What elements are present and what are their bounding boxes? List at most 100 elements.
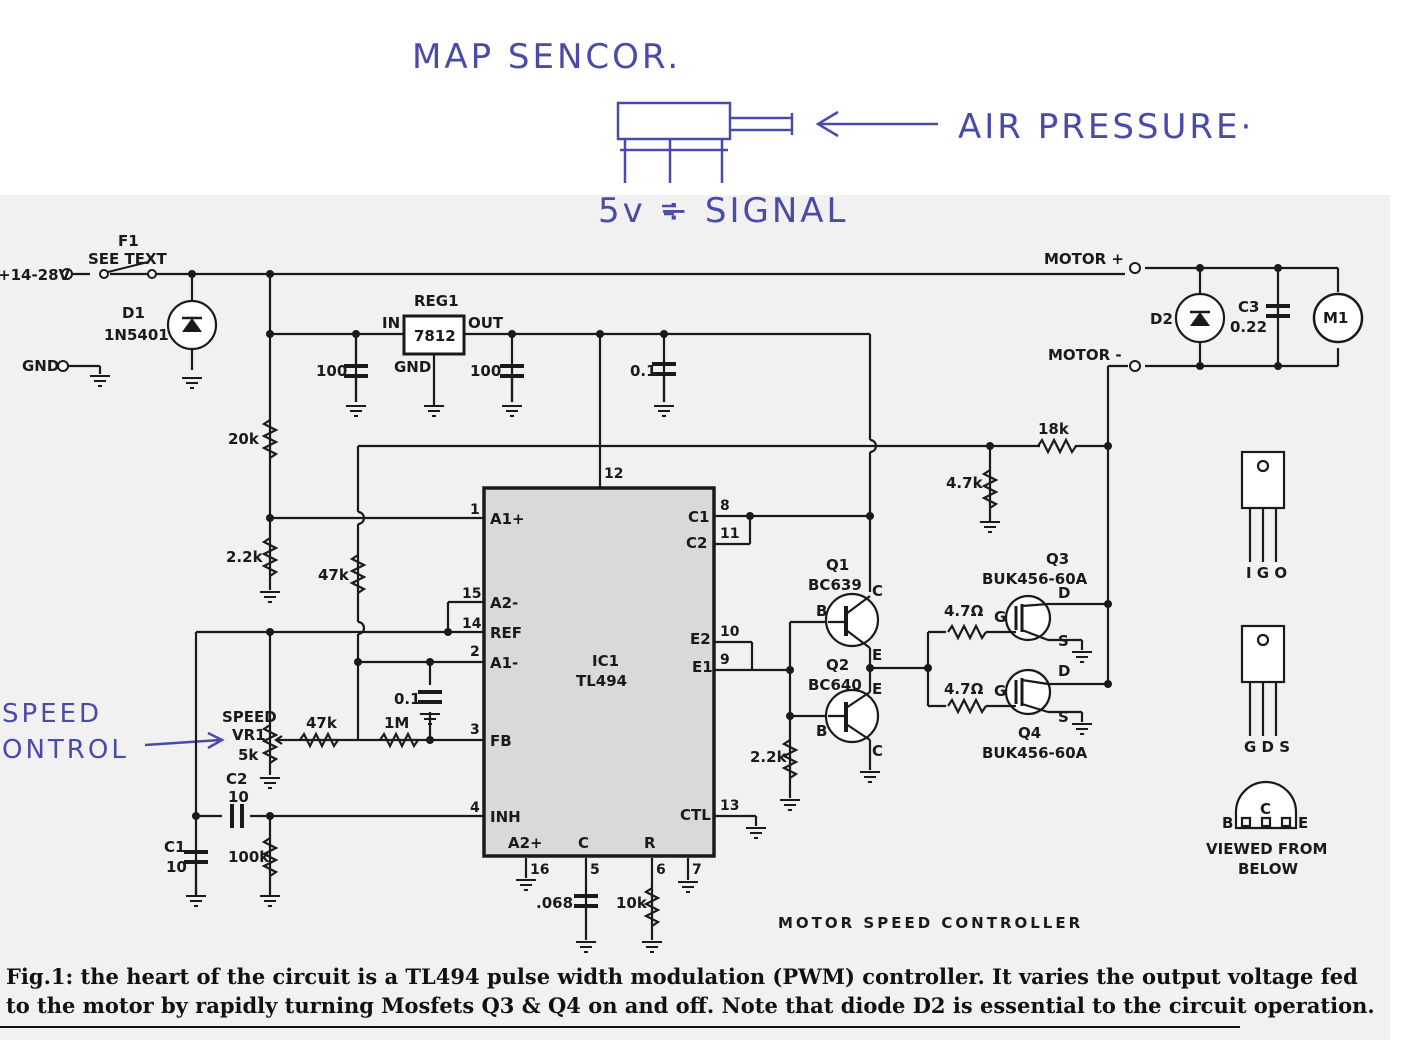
label-to92-b: B — [1222, 814, 1233, 832]
label-c100b: 100 — [470, 362, 501, 380]
pin-label-a2plus: A2+ — [508, 834, 543, 852]
label-c2-value: 10 — [228, 788, 249, 806]
label-q2-c: C — [872, 742, 883, 760]
label-q3-g: G — [994, 608, 1006, 626]
hw-signal: 5v ÷ SIGNAL — [598, 191, 848, 231]
speed-arrow — [144, 738, 221, 747]
label-see-text: SEE TEXT — [88, 250, 168, 268]
label-4r7a: 4.7Ω — [944, 602, 984, 620]
label-to92-c: C — [1260, 800, 1271, 818]
transistors — [824, 592, 1052, 744]
pin-label-a1plus: A1+ — [490, 510, 525, 528]
pin-num-1: 1 — [470, 502, 480, 518]
q4-mosfet-symbol — [1004, 668, 1052, 716]
label-q1: Q1 — [826, 556, 849, 574]
hw-map-sensor: MAP SENCOR. — [412, 37, 681, 77]
label-vr1: VR1 — [232, 726, 266, 744]
to92-package — [1234, 780, 1298, 830]
resistor-1m — [379, 731, 419, 749]
pin-num-11: 11 — [720, 526, 739, 542]
label-viewed-from: VIEWED FROM — [1206, 840, 1327, 858]
label-100k: 100k — [228, 848, 270, 866]
label-7812: 7812 — [414, 327, 456, 345]
label-18k: 18k — [1038, 420, 1070, 438]
pin-label-a2minus: A2- — [490, 594, 518, 612]
label-c1-value: 10 — [166, 858, 187, 876]
resistor-47k-horizontal — [299, 731, 339, 749]
pin-label-fb: FB — [490, 732, 512, 750]
label-4r7b: 4.7Ω — [944, 680, 984, 698]
label-bc640: BC640 — [808, 676, 862, 694]
pin-num-12: 12 — [604, 466, 623, 482]
pin-label-a1minus: A1- — [490, 654, 518, 672]
tl494-ic-body — [482, 486, 716, 858]
pin-num-8: 8 — [720, 498, 730, 514]
label-c01b: 0.1 — [394, 690, 421, 708]
ic-pin-labels: A1+ A2- REF A1- FB INH A2+ C R CTL C1 C2… — [462, 466, 740, 878]
label-q2: Q2 — [826, 656, 849, 674]
handwritten-annotations: MAP SENCOR. AIR PRESSURE· 5v ÷ SIGNAL SP… — [2, 37, 1251, 765]
label-f1: F1 — [118, 232, 139, 250]
pin-num-7: 7 — [692, 862, 702, 878]
sensor-body-shape — [616, 101, 732, 141]
resistor-18k — [1037, 437, 1077, 455]
label-tl494: TL494 — [576, 672, 627, 690]
pin-label-ctl: CTL — [680, 806, 711, 824]
label-1m: 1M — [384, 714, 409, 732]
label-q4: Q4 — [1018, 724, 1041, 742]
motor-label: M1 — [1323, 309, 1348, 327]
label-c3-value: 0.22 — [1230, 318, 1267, 336]
label-q4-part: BUK456-60A — [982, 744, 1088, 762]
label-q4-s: S — [1058, 708, 1069, 726]
motor-symbol — [1312, 292, 1364, 344]
label-reg1: REG1 — [414, 292, 459, 310]
component-labels: +14-28V GND F1 SEE TEXT D1 1N5401 REG1 7… — [0, 232, 1327, 912]
package-diagrams — [1234, 450, 1298, 830]
label-q3: Q3 — [1046, 550, 1069, 568]
label-4k7: 4.7k — [946, 474, 984, 492]
hw-speed: SPEED — [2, 699, 102, 729]
diode-d1-symbol — [166, 299, 218, 351]
pin-num-10: 10 — [720, 624, 740, 640]
label-5k: 5k — [238, 746, 259, 764]
resistor-2k2-base — [781, 739, 799, 779]
label-c1: C1 — [164, 838, 185, 856]
label-47ka: 47k — [318, 566, 350, 584]
label-igo: I G O — [1246, 564, 1287, 582]
q2-symbol — [824, 688, 880, 744]
label-gnd: GND — [22, 357, 59, 375]
label-d1: D1 — [122, 304, 145, 322]
terminals — [57, 262, 1141, 372]
label-bc639: BC639 — [808, 576, 862, 594]
label-q1-c: C — [872, 582, 883, 600]
fuse-switch — [107, 261, 149, 273]
resistor-47k-vertical — [349, 554, 367, 594]
pin-num-16: 16 — [530, 862, 549, 878]
pin-num-13: 13 — [720, 798, 739, 814]
pin-label-inh: INH — [490, 808, 521, 826]
sensor-sketch — [144, 101, 938, 750]
circuit: M1 — [0, 232, 1364, 953]
diagram-title: MOTOR SPEED CONTROLLER — [778, 914, 1083, 932]
label-speed: SPEED — [222, 708, 277, 726]
label-c100a: 100 — [316, 362, 347, 380]
label-q2-b: B — [816, 722, 827, 740]
label-gds: G D S — [1244, 738, 1290, 756]
pin-label-ref: REF — [490, 624, 522, 642]
pin-label-r: R — [644, 834, 656, 852]
label-q3-d: D — [1058, 584, 1070, 602]
diode-d2-symbol — [1174, 292, 1226, 344]
label-2k2b: 2.2k — [750, 748, 788, 766]
q1-symbol — [824, 592, 880, 648]
pin-num-14: 14 — [462, 616, 482, 632]
label-q3-part: BUK456-60A — [982, 570, 1088, 588]
label-below: BELOW — [1238, 860, 1298, 878]
pin-num-2: 2 — [470, 644, 480, 660]
resistor-10k — [643, 887, 661, 927]
resistors — [261, 419, 1077, 927]
label-c3: C3 — [1238, 298, 1259, 316]
label-in: IN — [382, 314, 400, 332]
label-10k: 10k — [616, 894, 648, 912]
label-ic1: IC1 — [592, 652, 619, 670]
